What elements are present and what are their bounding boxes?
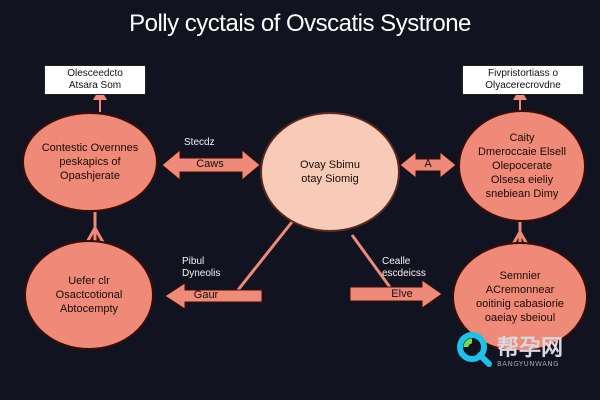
- label-box-top-left: Olesceedcto Atsara Som: [44, 65, 146, 95]
- center-to-right-line: [350, 234, 394, 291]
- node-center-line-1: Ovay Sbimu: [300, 159, 360, 171]
- node-top-left: Contestic Overnnes peskapics of Opashjer…: [22, 112, 158, 212]
- node-top-left-line-2: peskapics of: [59, 156, 121, 168]
- node-bottom-left: Uefer clr Osactcotional Abtocempty: [24, 240, 154, 350]
- side-label-lower-right: Cealle escdeicss: [382, 256, 426, 280]
- arrow-label-gaur: Gaur: [193, 289, 219, 301]
- label-box-top-right: Fivpristortiass o Olyacerecrovdne: [462, 65, 584, 95]
- node-bottom-right-line-3: ooitinig cabasiorie: [475, 298, 565, 310]
- center-to-left-line: [236, 221, 294, 291]
- node-bottom-right-line-4: oaeiay sbeioul: [484, 312, 556, 324]
- side-label-upper-left: Stecdz: [184, 137, 215, 149]
- magnifier-q-logo-icon: [457, 332, 492, 367]
- label-box-top-right-line-2: Olyacerecrovdne: [485, 80, 561, 91]
- watermark-text: 帮孕网: [497, 336, 564, 361]
- node-top-right-line-1: Caity: [509, 132, 535, 144]
- node-bottom-left-line-2: Osactcotional: [55, 289, 123, 301]
- node-top-left-line-1: Contestic Overnnes: [41, 142, 139, 154]
- node-top-right-line-4: Olsesa eieliy: [490, 174, 554, 186]
- arrow-label-caws: Caws: [196, 158, 224, 170]
- node-bottom-right-line-2: ACremonnear: [485, 284, 555, 296]
- side-label-lower-left: Pibul Dyneolis: [182, 256, 220, 280]
- arrow-gaur: [164, 282, 263, 310]
- double-arrow-right: [399, 150, 457, 180]
- side-label-lower-right-line-1: Cealle: [382, 256, 411, 267]
- node-top-right-line-5: snebiean Dimy: [485, 188, 559, 200]
- side-label-lower-left-line-2: Dyneolis: [182, 268, 221, 279]
- side-label-lower-left-line-1: Pibul: [182, 256, 205, 267]
- node-bottom-right: Semnier ACremonnear ooitinig cabasiorie …: [452, 242, 588, 352]
- node-top-right-line-2: Dmeroccaie Elsell: [477, 146, 567, 158]
- node-top-left-line-3: Opashjerate: [60, 170, 120, 182]
- node-bottom-right-line-1: Semnier: [499, 270, 541, 282]
- label-box-top-left-line-1: Olesceedcto: [67, 68, 123, 79]
- node-center: Ovay Sbimu otay Siomig: [260, 112, 400, 232]
- arrow-label-elve: Elve: [391, 288, 413, 300]
- node-top-right: Caity Dmeroccaie Elsell Olepocerate Olse…: [458, 110, 586, 222]
- watermark-subtext: BANGYUNWANG: [497, 360, 560, 368]
- side-label-upper-left-line-1: Stecdz: [184, 137, 215, 148]
- side-label-lower-right-line-2: escdeicss: [382, 268, 426, 279]
- node-bottom-left-line-3: Abtocempty: [59, 303, 119, 315]
- label-box-top-left-line-2: Atsara Som: [68, 80, 122, 91]
- node-center-line-2: otay Siomig: [301, 173, 359, 185]
- label-box-top-right-line-1: Fivpristortiass o: [487, 68, 558, 79]
- watermark: 帮孕网 BANGYUNWANG: [455, 328, 595, 374]
- node-top-right-line-3: Olepocerate: [492, 160, 552, 172]
- arrow-elve: [349, 279, 443, 309]
- node-bottom-left-line-1: Uefer clr: [68, 275, 110, 287]
- page-title: Polly cyctais of Ovscatis Systrone: [129, 10, 471, 37]
- arrow-label-a: A: [424, 158, 432, 170]
